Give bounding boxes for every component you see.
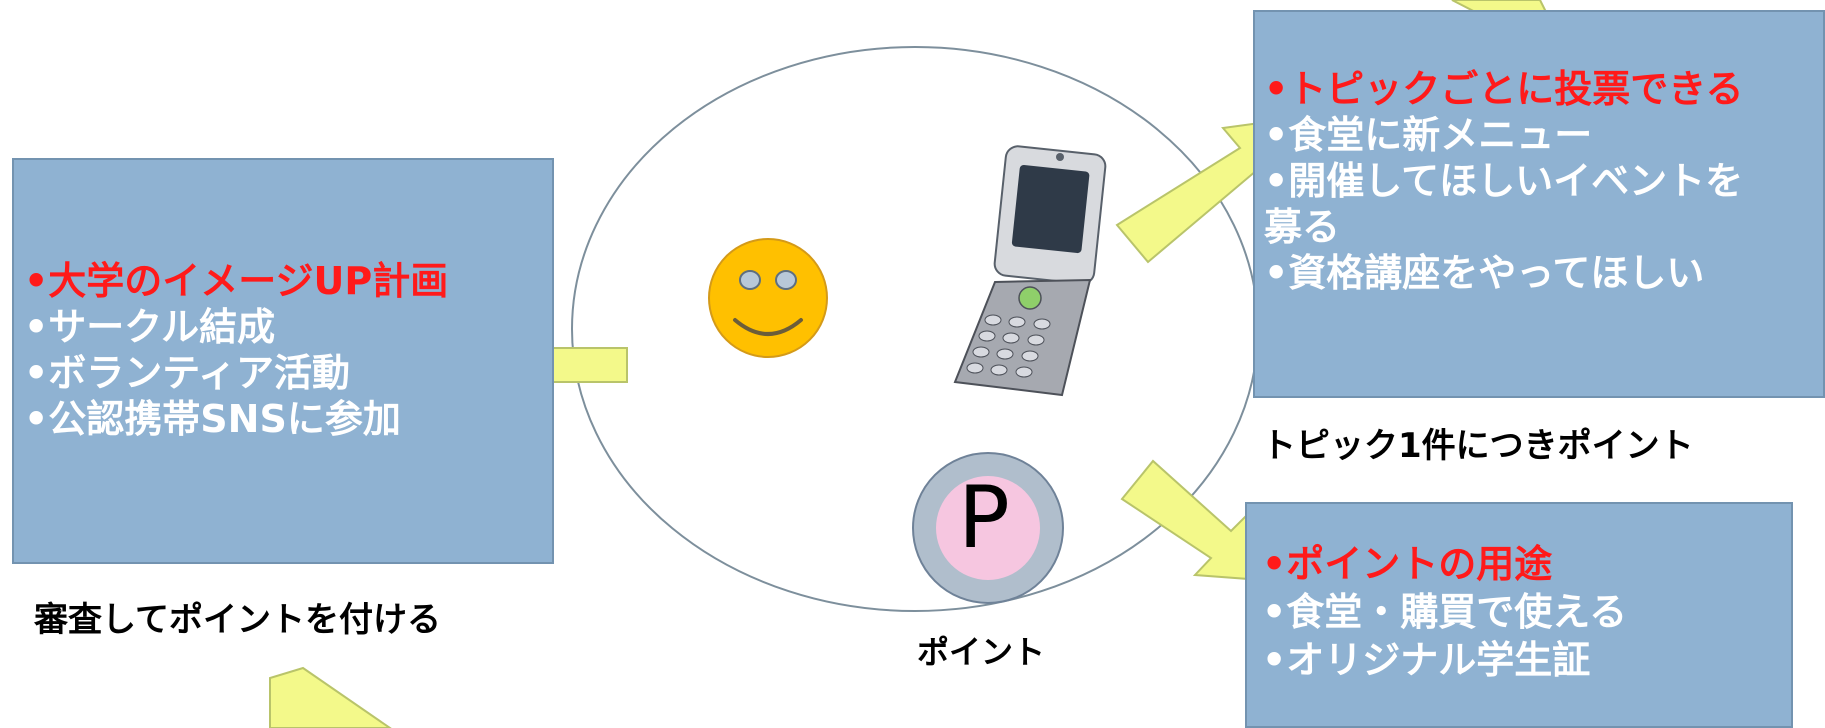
top-right-box-line-3: •開催してほしいイベントを <box>1264 159 1744 203</box>
flip-phone-icon <box>953 145 1107 397</box>
left-box-line-4: •公認携帯SNSに参加 <box>24 397 401 441</box>
top-right-box-line-5: •資格講座をやってほしい <box>1264 251 1705 295</box>
top-right-box-lines: •トピックごとに投票できる •食堂に新メニュー •開催してほしいイベントを 募る… <box>1264 66 1744 296</box>
left-box <box>12 158 554 564</box>
top-right-box <box>1253 10 1825 398</box>
left-box-caption: 審査してポイントを付ける <box>34 600 441 640</box>
left-box-line-2: •サークル結成 <box>24 305 276 349</box>
top-right-box-line-1: •トピックごとに投票できる <box>1264 67 1744 111</box>
bottom-right-box-line-1: •ポイントの用途 <box>1262 542 1553 586</box>
arrow-bottom-left <box>269 666 392 728</box>
bottom-right-box-line-2: •食堂・購買で使える <box>1262 590 1628 634</box>
point-letter: P <box>958 468 1010 568</box>
top-right-box-line-4: 募る <box>1264 205 1341 249</box>
bottom-right-box-line-3: •オリジナル学生証 <box>1262 638 1591 682</box>
left-box-line-3: •ボランティア活動 <box>24 351 351 395</box>
arrow-to-bottom-right-box <box>1120 459 1264 582</box>
bottom-right-box <box>1245 502 1793 728</box>
left-box-line-1: •大学のイメージUP計画 <box>24 259 449 303</box>
smiley-face-icon <box>708 238 828 358</box>
point-label: ポイント <box>917 633 1046 671</box>
point-badge-icon <box>912 452 1064 604</box>
top-right-box-line-2: •食堂に新メニュー <box>1264 113 1593 157</box>
left-box-lines: •大学のイメージUP計画 •サークル結成 •ボランティア活動 •公認携帯SNSに… <box>24 258 448 442</box>
top-right-box-caption: トピック1件につきポイント <box>1262 426 1694 466</box>
bottom-right-box-lines: •ポイントの用途 •食堂・購買で使える •オリジナル学生証 <box>1262 540 1627 684</box>
